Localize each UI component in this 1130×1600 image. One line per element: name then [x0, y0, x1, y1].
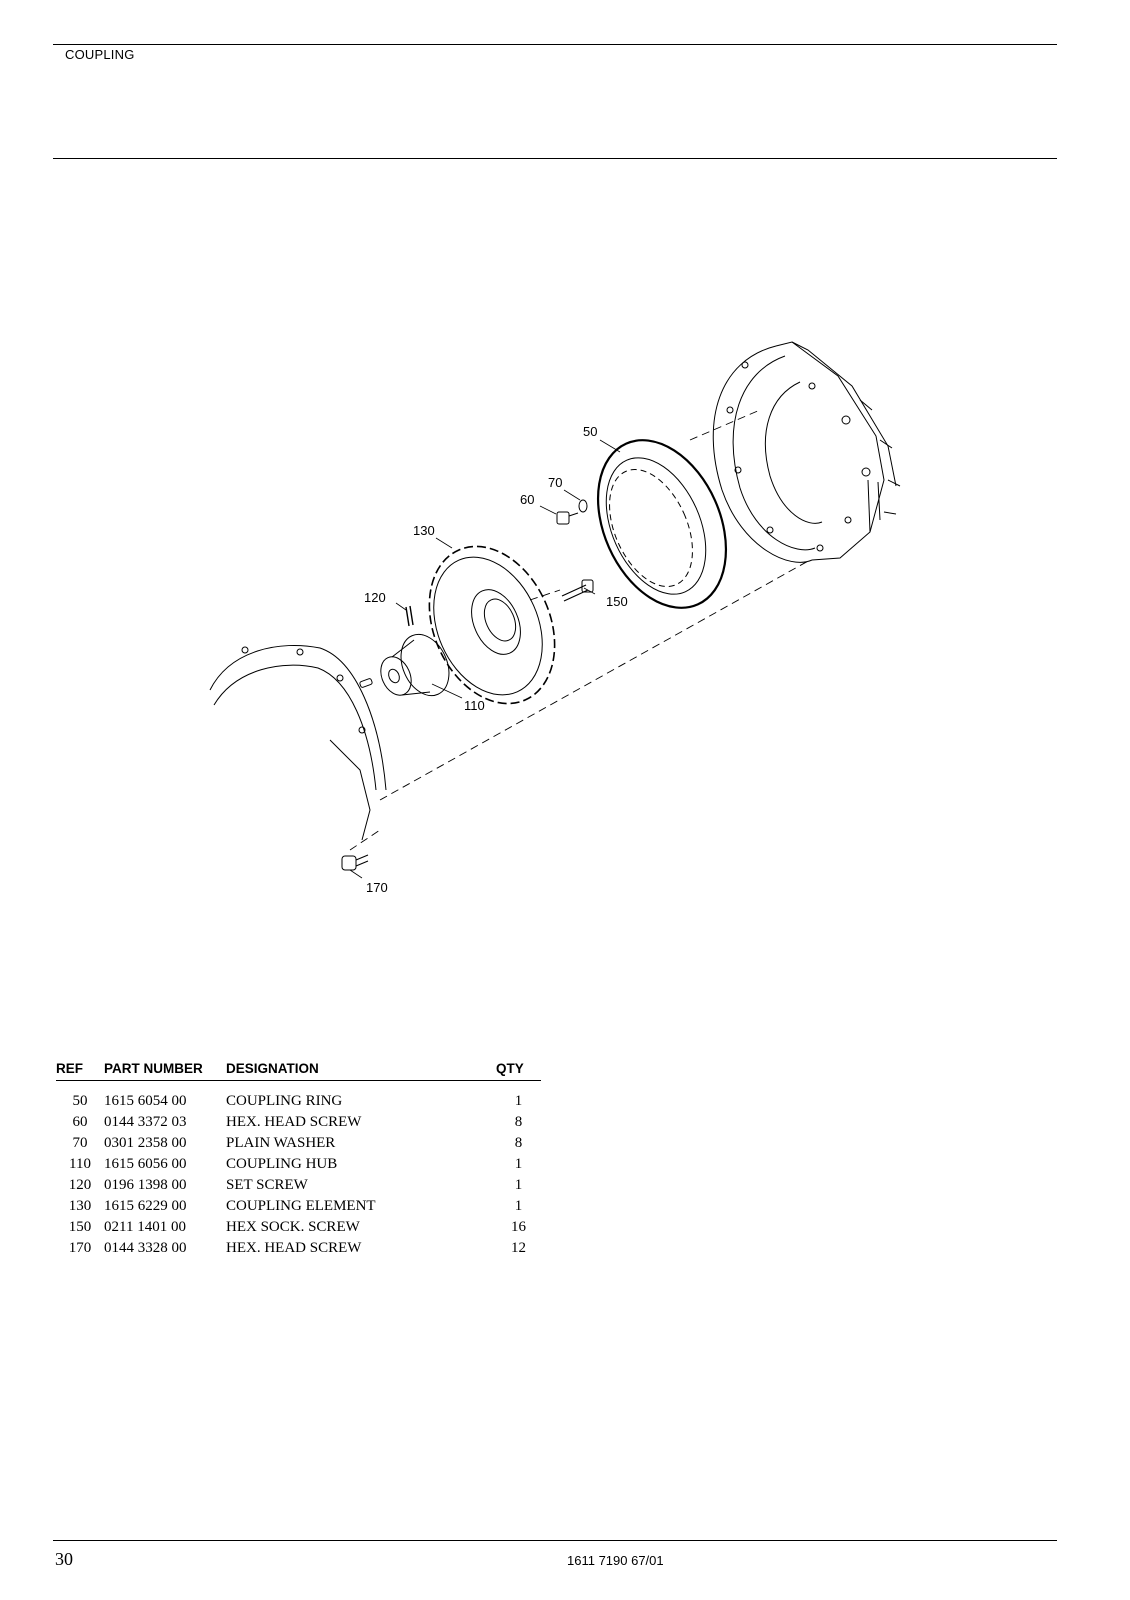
column-header-qty: QTY	[496, 1061, 541, 1081]
table-row: 70 0301 2358 00 PLAIN WASHER 8	[56, 1133, 541, 1154]
callout-170: 170	[366, 880, 388, 895]
coupling-ring-drawing	[596, 439, 728, 609]
callout-150: 150	[606, 594, 628, 609]
ref-cell: 130	[68, 1198, 92, 1214]
ref-cell: 170	[68, 1240, 92, 1256]
table-row: 170 0144 3328 00 HEX. HEAD SCREW 12	[56, 1238, 541, 1259]
designation-cell: COUPLING HUB	[226, 1156, 338, 1172]
qty-cell: 1	[514, 1156, 523, 1172]
ref-cell: 60	[72, 1114, 88, 1130]
section-title: COUPLING	[65, 47, 135, 62]
callout-60: 60	[520, 492, 534, 507]
part-number-cell: 0196 1398 00	[104, 1177, 187, 1193]
designation-cell: PLAIN WASHER	[226, 1135, 336, 1151]
qty-cell: 1	[514, 1177, 523, 1193]
alignment-lines	[349, 409, 811, 851]
qty-cell: 8	[514, 1135, 523, 1151]
designation-cell: HEX SOCK. SCREW	[226, 1219, 360, 1235]
part-number-cell: 0301 2358 00	[104, 1135, 187, 1151]
document-number: 1611 7190 67/01	[567, 1553, 664, 1568]
callout-130: 130	[413, 523, 435, 538]
part-number-cell: 0144 3328 00	[104, 1240, 187, 1256]
part-number-cell: 1615 6056 00	[104, 1156, 187, 1172]
ref-cell: 110	[69, 1156, 91, 1172]
column-header-part-number: PART NUMBER	[104, 1061, 226, 1081]
page-number: 30	[55, 1549, 73, 1569]
leader-lines	[349, 439, 621, 879]
small-fasteners-drawing	[341, 499, 594, 871]
qty-cell: 8	[514, 1114, 523, 1130]
callout-120: 120	[364, 590, 386, 605]
table-row: 120 0196 1398 00 SET SCREW 1	[56, 1175, 541, 1196]
designation-cell: COUPLING ELEMENT	[226, 1198, 376, 1214]
ref-cell: 70	[72, 1135, 88, 1151]
qty-cell: 1	[514, 1198, 523, 1214]
table-row: 60 0144 3372 03 HEX. HEAD SCREW 8	[56, 1112, 541, 1133]
designation-cell: HEX. HEAD SCREW	[226, 1240, 362, 1256]
qty-cell: 16	[511, 1219, 526, 1235]
coupling-element-drawing	[428, 545, 556, 705]
part-number-cell: 1615 6229 00	[104, 1198, 187, 1214]
part-number-cell: 1615 6054 00	[104, 1093, 187, 1109]
qty-cell: 1	[514, 1093, 523, 1109]
header-bottom-rule	[53, 158, 1057, 159]
coupling-hub-drawing	[380, 633, 450, 697]
designation-cell: HEX. HEAD SCREW	[226, 1114, 362, 1130]
header-top-rule	[53, 44, 1057, 45]
column-header-ref: REF	[56, 1061, 104, 1081]
flywheel-housing-drawing	[209, 645, 387, 841]
designation-cell: COUPLING RING	[226, 1093, 343, 1109]
part-number-cell: 0211 1401 00	[104, 1219, 186, 1235]
designation-cell: SET SCREW	[226, 1177, 308, 1193]
ref-cell: 150	[68, 1219, 92, 1235]
table-row: 50 1615 6054 00 COUPLING RING 1	[56, 1081, 541, 1113]
footer-rule	[53, 1540, 1057, 1541]
table-row: 130 1615 6229 00 COUPLING ELEMENT 1	[56, 1196, 541, 1217]
parts-list-table: REF PART NUMBER DESIGNATION QTY 50 1615 …	[56, 1061, 541, 1259]
column-header-designation: DESIGNATION	[226, 1061, 496, 1081]
table-row: 150 0211 1401 00 HEX SOCK. SCREW 16	[56, 1217, 541, 1238]
table-header-row: REF PART NUMBER DESIGNATION QTY	[56, 1061, 541, 1081]
motor-housing-drawing	[712, 341, 901, 563]
ref-cell: 120	[68, 1177, 92, 1193]
table-row: 110 1615 6056 00 COUPLING HUB 1	[56, 1154, 541, 1175]
ref-cell: 50	[72, 1093, 88, 1109]
callout-110: 110	[464, 698, 485, 713]
callout-70: 70	[548, 475, 562, 490]
part-number-cell: 0144 3372 03	[104, 1114, 187, 1130]
qty-cell: 12	[511, 1240, 526, 1256]
callout-50: 50	[583, 424, 597, 439]
